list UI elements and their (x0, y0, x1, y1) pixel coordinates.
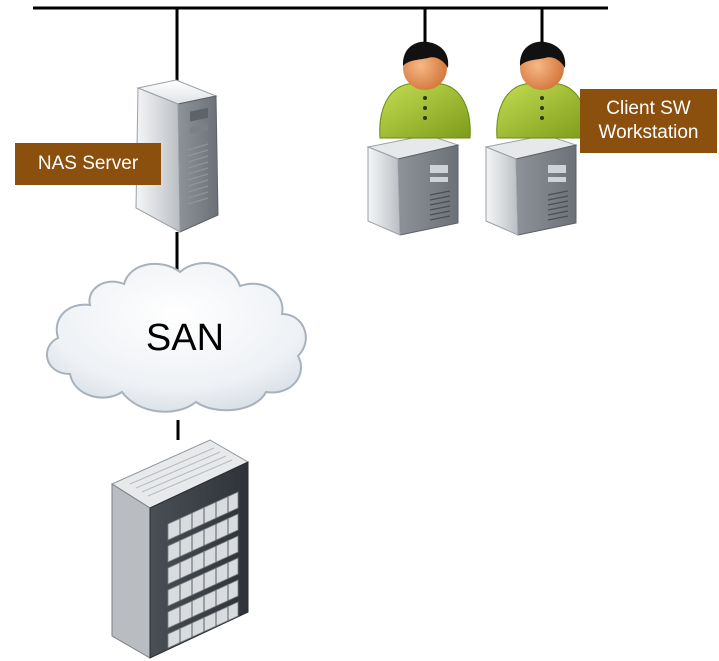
nas-server-label: NAS Server (15, 143, 161, 185)
server-tower-icon (135, 79, 219, 233)
connection-lines (33, 6, 608, 440)
client-label-line-2: Workstation (598, 122, 699, 143)
nas-server-label-text: NAS Server (37, 153, 139, 174)
san-label: SAN (145, 317, 225, 359)
client-label-line-1: Client SW (606, 98, 691, 119)
user-icon (379, 41, 471, 139)
user-icon (496, 41, 588, 139)
workstation-icon (366, 134, 460, 236)
client-workstation-label: Client SW Workstation (580, 89, 717, 153)
workstation-icon (484, 134, 578, 236)
storage-rack-icon (110, 439, 250, 659)
cloud-icon (46, 262, 307, 413)
